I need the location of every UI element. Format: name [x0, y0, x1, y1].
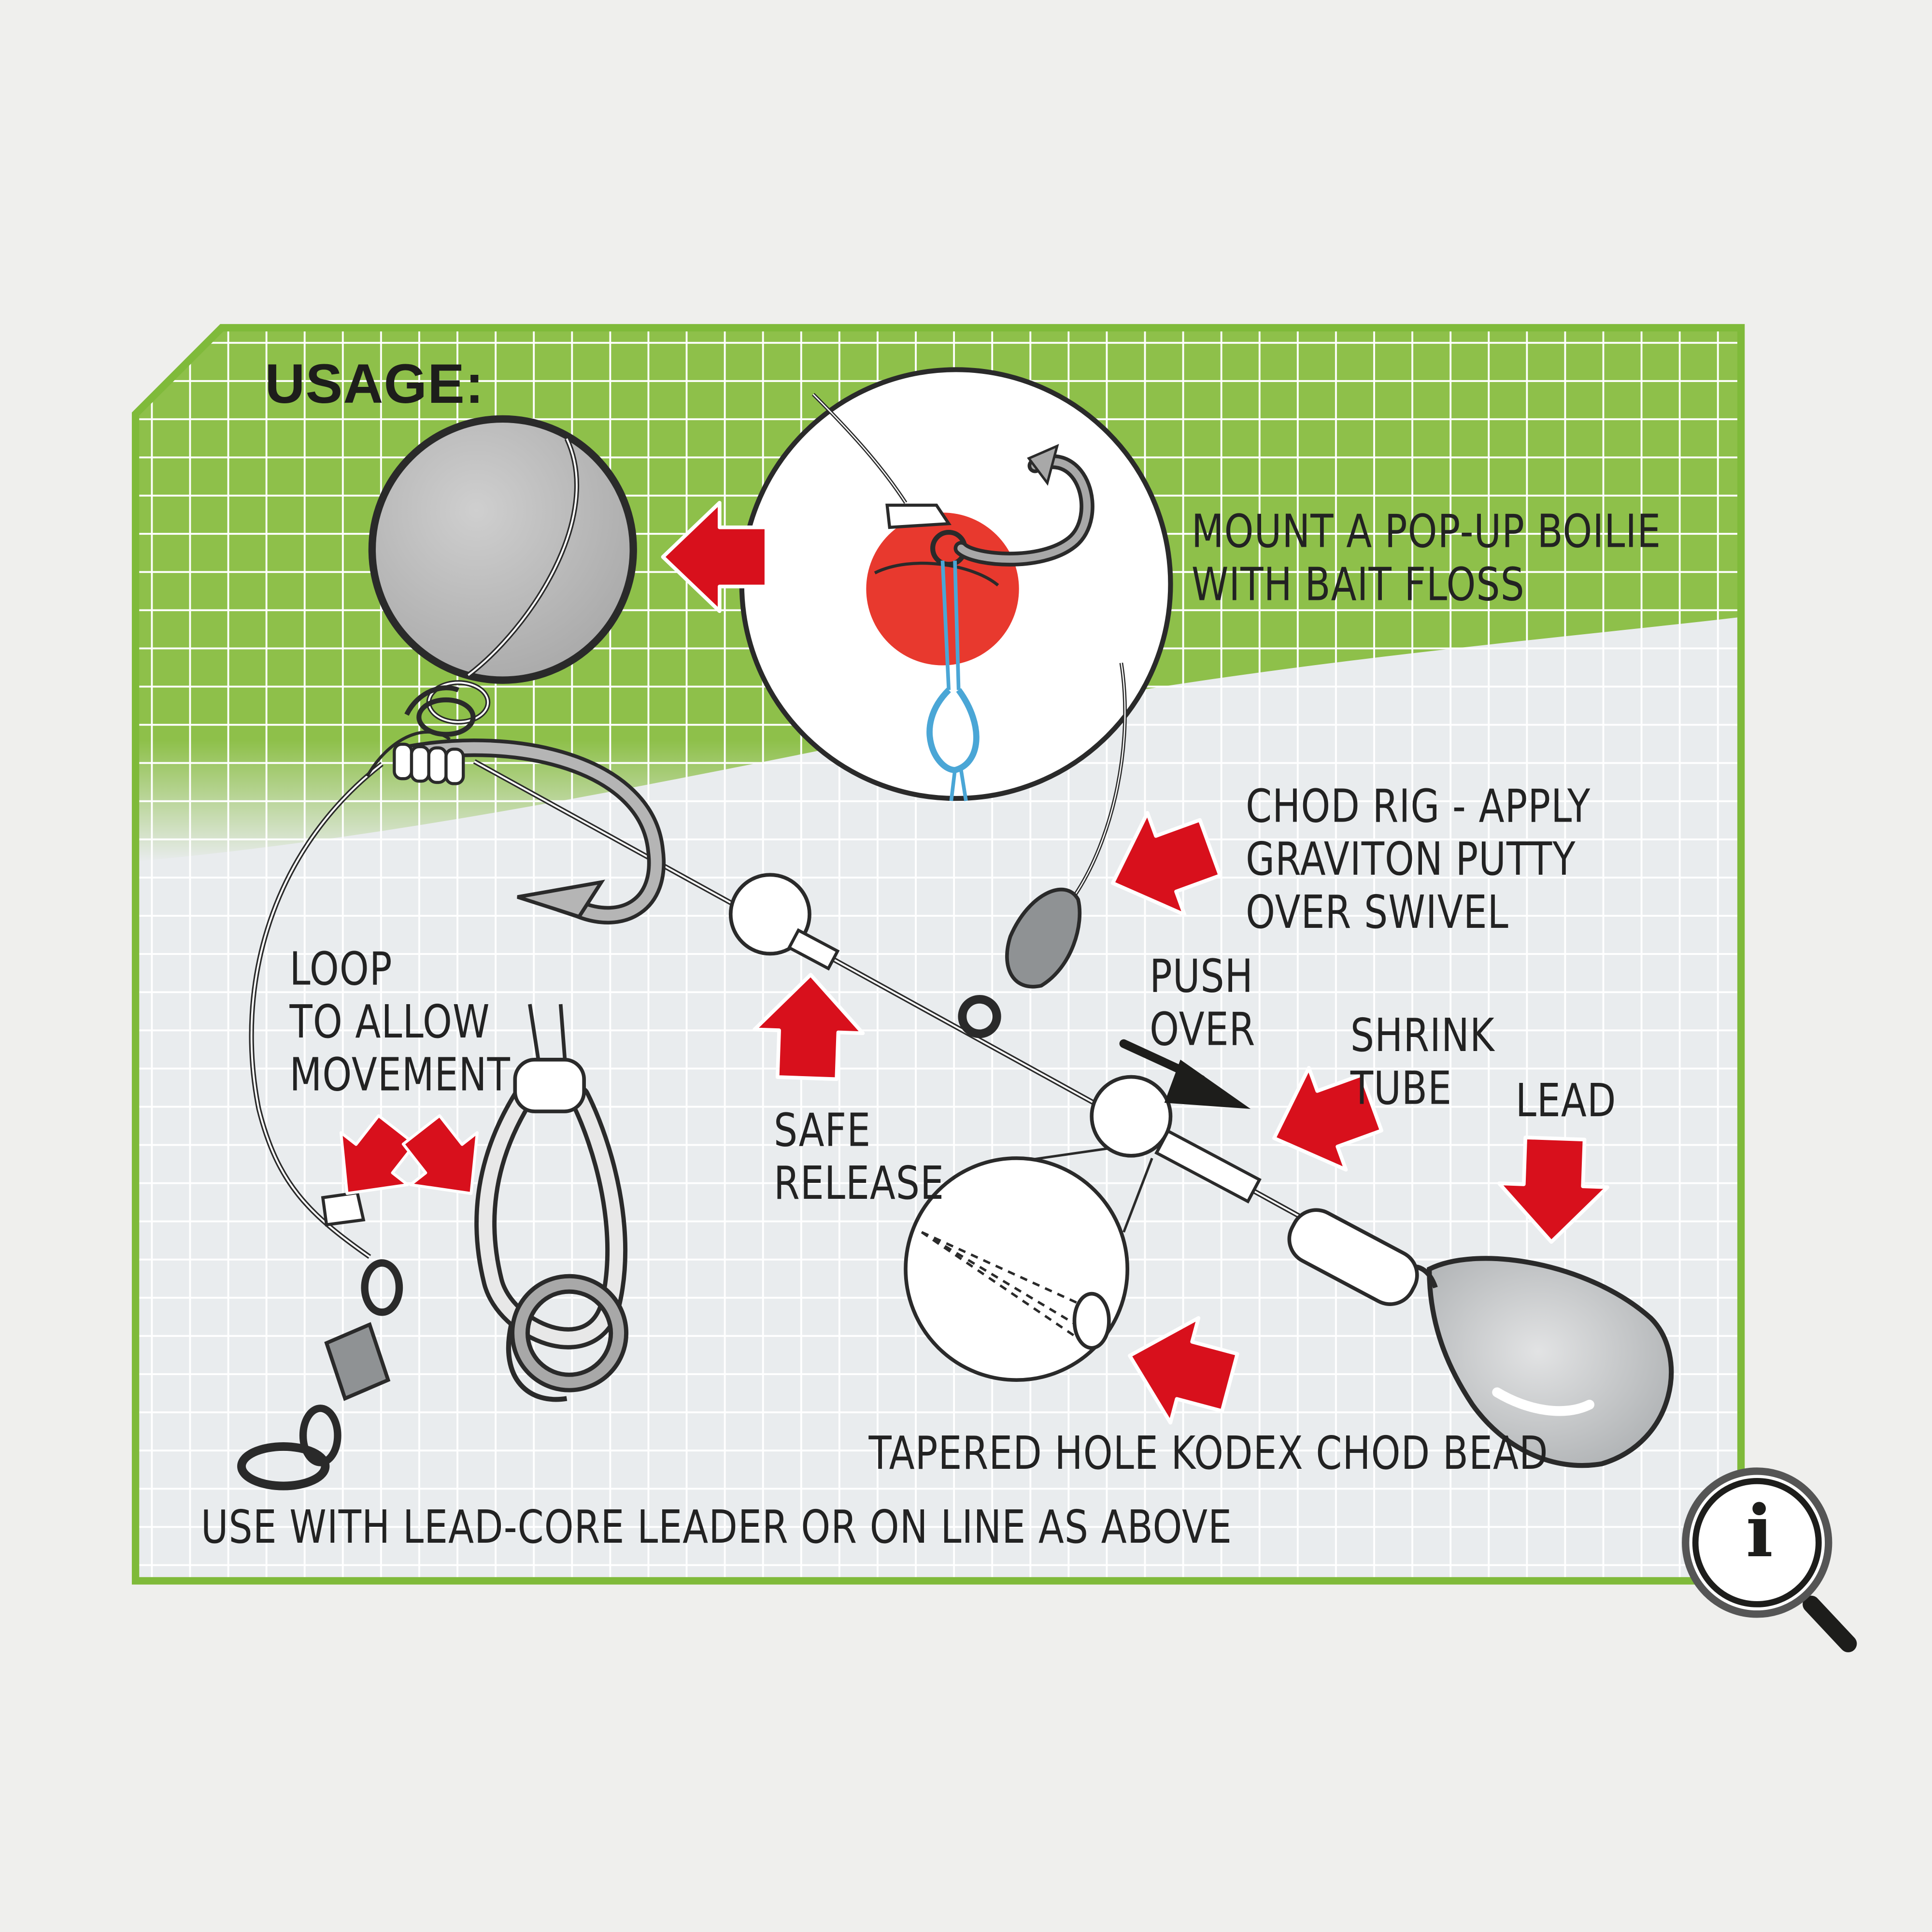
knot-wraps	[366, 730, 465, 785]
page-title: USAGE:	[265, 352, 484, 415]
label-safe-release: SAFE RELEASE	[774, 1104, 945, 1210]
label-use-with: USE WITH LEAD-CORE LEADER OR ON LINE AS …	[200, 1501, 1233, 1554]
rig-ring	[404, 680, 491, 737]
chod-bead	[1090, 1075, 1262, 1204]
label-mount-boilie: MOUNT A POP-UP BOILIE WITH BAIT FLOSS	[1191, 505, 1662, 611]
hooklength	[249, 762, 384, 1259]
label-tapered-bead: TAPERED HOLE KODEX CHOD BEAD	[868, 1427, 1548, 1480]
lead-weight	[1287, 1208, 1674, 1468]
tapered-bead-zoom	[904, 1147, 1153, 1382]
chod-swivel	[958, 662, 1127, 1038]
label-shrink-tube: SHRINK TUBE	[1350, 1009, 1495, 1115]
magnifier-info-icon[interactable]	[1682, 1467, 1857, 1652]
leadcore-swivel	[237, 1191, 403, 1491]
safe-release-bead	[728, 873, 840, 971]
hook-icon	[397, 739, 666, 924]
info-glyph: i	[1746, 1490, 1773, 1574]
push-over-arrow	[1119, 1039, 1251, 1109]
label-push-over: PUSH OVER	[1150, 950, 1256, 1056]
label-chod-rig: CHOD RIG - APPLY GRAVITON PUTTY OVER SWI…	[1246, 780, 1591, 939]
boilie-zoom-circle	[739, 367, 1173, 801]
loop-detail	[474, 1004, 629, 1402]
label-loop: LOOP TO ALLOW MOVEMENT	[289, 942, 511, 1102]
label-lead: LEAD	[1515, 1074, 1617, 1128]
pop-up-ball	[368, 415, 637, 684]
